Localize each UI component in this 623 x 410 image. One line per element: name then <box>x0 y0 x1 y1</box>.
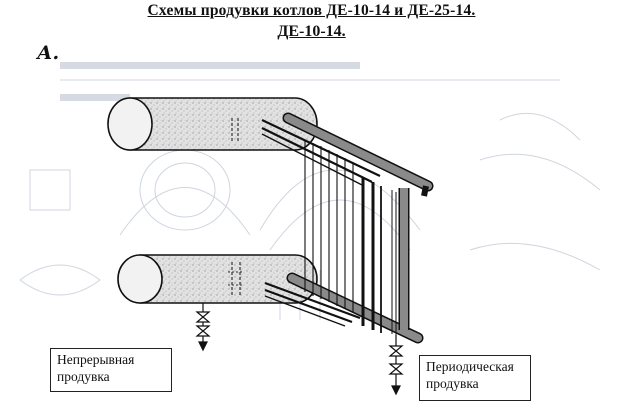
periodic-blowdown-label: Периодическая продувка <box>419 355 531 401</box>
continuous-blowdown-line <box>195 303 211 352</box>
arrow-down-icon <box>391 385 401 396</box>
valve-icon <box>388 363 404 375</box>
boiler-model-heading: ДЕ-10-14. <box>277 23 346 40</box>
page-title: Схемы продувки котлов ДЕ-10-14 и ДЕ-25-1… <box>147 2 476 19</box>
continuous-blowdown-label: Непрерывная продувка <box>50 348 172 392</box>
section-letter: А. <box>37 42 60 64</box>
periodic-blowdown-line <box>388 335 404 396</box>
tube-bundle <box>261 119 397 335</box>
caption-line: продувка <box>426 376 479 391</box>
lower-drum <box>117 254 318 304</box>
upper-drum <box>107 97 318 151</box>
valve-icon <box>195 311 211 323</box>
caption-line: Непрерывная <box>57 352 135 367</box>
caption-line: Периодическая <box>426 359 514 374</box>
caption-line: продувка <box>57 369 110 384</box>
valve-icon <box>195 325 211 337</box>
arrow-down-icon <box>198 341 208 352</box>
valve-icon <box>388 345 404 357</box>
